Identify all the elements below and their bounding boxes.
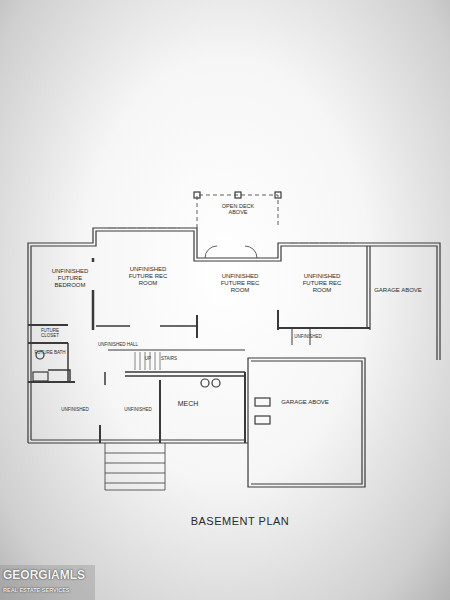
room-label: MECH xyxy=(173,400,203,408)
room-label: UNFINISHED FUTURE REC ROOM xyxy=(124,266,172,287)
room-label: STAIRS xyxy=(157,356,181,361)
room-label: UP xyxy=(142,356,154,361)
room-label: OPEN DECK ABOVE xyxy=(213,203,263,216)
room-label: UNFINISHED xyxy=(55,407,95,412)
room-label: UNFINISHED FUTURE REC ROOM xyxy=(298,273,346,294)
room-label: UNFINISHED FUTURE REC ROOM xyxy=(216,273,264,294)
room-label: UNFINISHED xyxy=(118,407,158,412)
room-label: FUTURE BATH xyxy=(32,350,68,355)
room-label: UNFINISHED FUTURE BEDROOM xyxy=(45,268,95,289)
room-label: GARAGE ABOVE xyxy=(273,399,337,406)
room-label: GARAGE ABOVE xyxy=(366,287,430,294)
plan-title: BASEMENT PLAN xyxy=(160,515,320,528)
watermark: GEORGIAMLS xyxy=(3,569,113,583)
room-label: FUTURE CLOSET xyxy=(32,328,68,338)
walls xyxy=(28,192,440,490)
watermark: REAL ESTATE SERVICES xyxy=(3,587,113,593)
room-label: UNFINISHED xyxy=(288,334,328,339)
room-label: UNFINISHED HALL xyxy=(98,342,138,347)
